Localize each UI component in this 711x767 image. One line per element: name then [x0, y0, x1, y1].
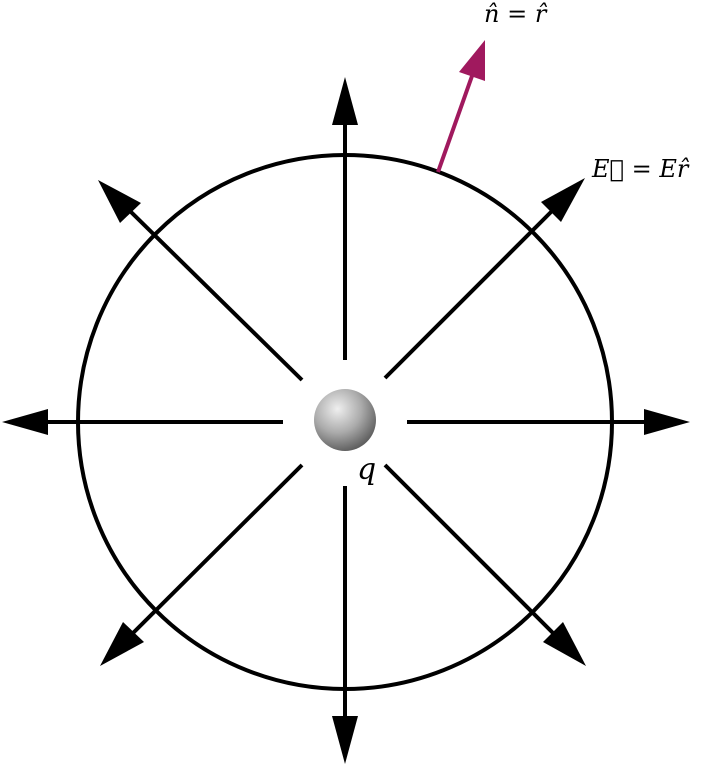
- field-line-down: [332, 486, 358, 764]
- field-line-up: [332, 77, 358, 360]
- field-line-left: [2, 409, 283, 435]
- field-line-right: [407, 409, 690, 435]
- normal-vector-label: n̂ = r̂: [484, 0, 546, 28]
- field-line-up-right: [383, 178, 585, 380]
- field-label-equals: =: [631, 155, 652, 183]
- arrowhead-up-left: [98, 180, 141, 223]
- normal-vector: [436, 40, 485, 173]
- normal-label-equals: =: [507, 0, 528, 28]
- arrowhead-left: [2, 409, 48, 435]
- normal-label-lhs: n̂: [484, 0, 500, 28]
- arrowhead-down-right: [543, 622, 586, 666]
- point-charge: [314, 389, 376, 451]
- arrowhead-down-left: [100, 622, 144, 666]
- arrowhead-up-right: [541, 178, 585, 222]
- field-line-down-right: [383, 463, 586, 666]
- normal-arrowhead: [459, 40, 485, 81]
- arrowhead-up: [332, 77, 358, 125]
- charge-label: q: [357, 452, 377, 487]
- field-line-up-left: [98, 180, 304, 382]
- field-label-lhs: E⃗: [592, 155, 624, 183]
- arrowhead-down: [332, 716, 358, 764]
- arrowhead-right: [644, 409, 690, 435]
- field-line-down-left: [100, 463, 304, 666]
- normal-label-rhs: r̂: [534, 0, 547, 28]
- field-vector-label: E⃗ = Er̂: [592, 155, 688, 183]
- field-label-rhs: Er̂: [659, 155, 689, 183]
